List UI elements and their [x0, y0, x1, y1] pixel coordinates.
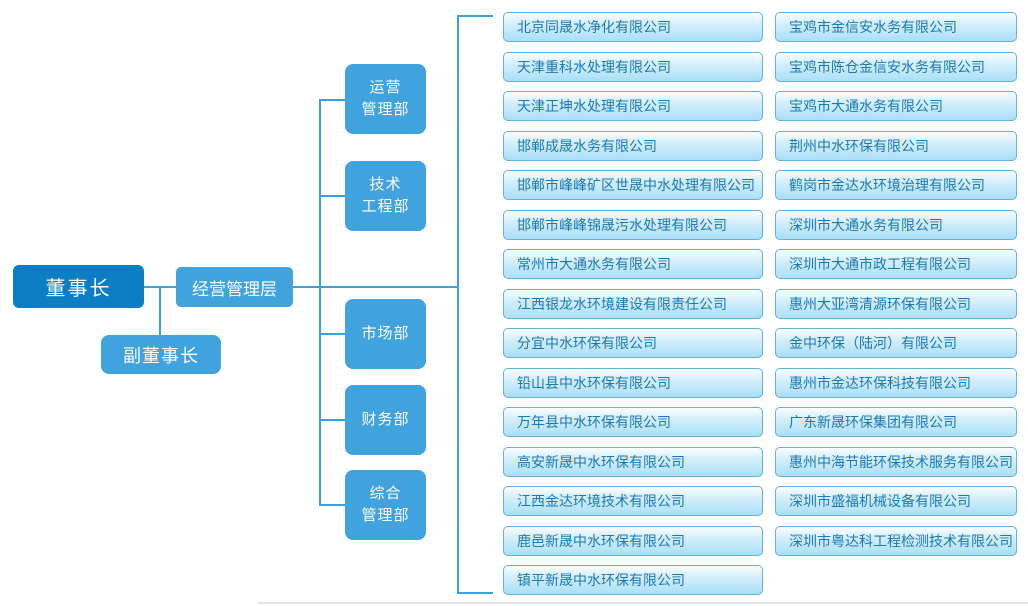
- company-box: 北京同晟水净化有限公司: [503, 12, 763, 42]
- connector-stub-finance: [319, 419, 346, 421]
- node-chairman: 董事长: [13, 265, 144, 308]
- connector-stub-market: [319, 333, 346, 335]
- company-box: 天津正坤水处理有限公司: [503, 91, 763, 121]
- company-box: 镇平新晟中水环保有限公司: [503, 565, 763, 595]
- company-box: 铅山县中水环保有限公司: [503, 367, 763, 398]
- node-dept-engineering: 技术 工程部: [345, 161, 426, 231]
- company-box: 天津重科水处理有限公司: [503, 51, 763, 82]
- node-dept-general-management: 综合 管理部: [345, 470, 426, 540]
- company-box: 江西银龙水环境建设有限责任公司: [503, 288, 763, 319]
- company-box: 江西金达环境技术有限公司: [503, 486, 763, 516]
- company-box: 深圳市大通市政工程有限公司: [775, 249, 1017, 279]
- company-column-right: 宝鸡市金信安水务有限公司 宝鸡市陈仓金信安水务有限公司 宝鸡市大通水务有限公司 …: [775, 12, 1017, 556]
- node-dept-operations: 运营 管理部: [345, 64, 426, 134]
- connector-bracket-vertical: [457, 15, 459, 594]
- company-column-left: 北京同晟水净化有限公司 天津重科水处理有限公司 天津正坤水处理有限公司 邯郸成晟…: [503, 12, 763, 595]
- company-box: 鹿邑新晟中水环保有限公司: [503, 525, 763, 556]
- company-box: 惠州中海节能环保技术服务有限公司: [775, 446, 1017, 477]
- company-box: 宝鸡市金信安水务有限公司: [775, 12, 1017, 42]
- connector-bracket-top: [457, 15, 493, 17]
- company-box: 荆州中水环保有限公司: [775, 130, 1017, 161]
- company-box: 邯郸市峰峰矿区世晟中水处理有限公司: [503, 170, 763, 200]
- company-box: 高安新晟中水环保有限公司: [503, 446, 763, 477]
- company-box: 分宜中水环保有限公司: [503, 328, 763, 358]
- company-box: 常州市大通水务有限公司: [503, 249, 763, 279]
- company-box: 惠州大亚湾清源环保有限公司: [775, 288, 1017, 319]
- company-box: 惠州市金达环保科技有限公司: [775, 367, 1017, 398]
- connector-stub-general: [319, 504, 346, 506]
- company-box: 万年县中水环保有限公司: [503, 407, 763, 437]
- bottom-divider-line: [258, 602, 1028, 604]
- company-box: 深圳市粤达科工程检测技术有限公司: [775, 525, 1017, 556]
- company-box: 鹤岗市金达水环境治理有限公司: [775, 170, 1017, 200]
- connector-stub-engineering: [319, 195, 346, 197]
- node-management-layer: 经营管理层: [176, 267, 293, 307]
- connector-vice-chairman-branch: [159, 287, 161, 336]
- company-box: 宝鸡市陈仓金信安水务有限公司: [775, 51, 1017, 82]
- company-box: 邯郸市峰峰锦晟污水处理有限公司: [503, 209, 763, 240]
- company-box: 金中环保（陆河）有限公司: [775, 328, 1017, 358]
- company-box: 广东新晟环保集团有限公司: [775, 407, 1017, 437]
- connector-main-horizontal: [143, 286, 459, 288]
- company-box: 邯郸成晟水务有限公司: [503, 130, 763, 161]
- node-vice-chairman: 副董事长: [101, 335, 221, 374]
- company-box: 宝鸡市大通水务有限公司: [775, 91, 1017, 121]
- connector-department-spine: [319, 99, 321, 506]
- node-dept-market: 市场部: [345, 299, 426, 369]
- connector-bracket-bottom: [457, 592, 493, 594]
- company-box: 深圳市盛福机械设备有限公司: [775, 486, 1017, 516]
- company-box: 深圳市大通水务有限公司: [775, 209, 1017, 240]
- connector-stub-operations: [319, 99, 346, 101]
- node-dept-finance: 财务部: [345, 385, 426, 455]
